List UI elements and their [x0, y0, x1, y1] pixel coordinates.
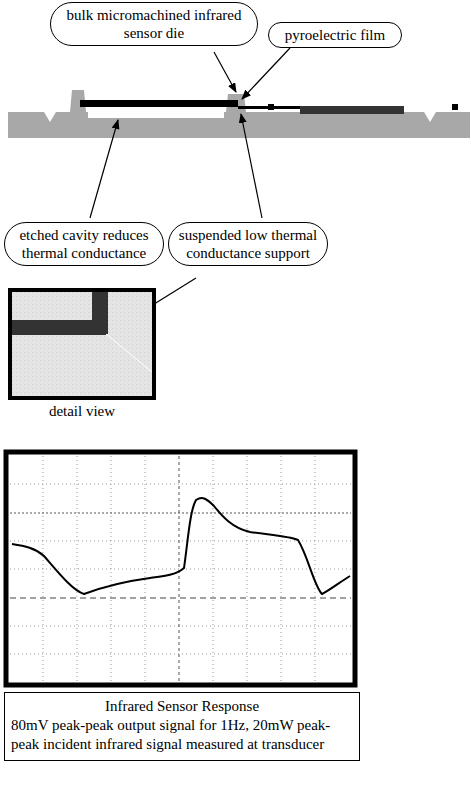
detail-photo: [10, 290, 154, 398]
caption-box: Infrared Sensor Response80mV peak-peak o…: [4, 692, 360, 761]
callout-text: suspended low thermal conductance suppor…: [177, 226, 319, 262]
callout-text: bulk micromachined infrared sensor die: [59, 6, 249, 42]
oscilloscope-trace: [6, 452, 355, 685]
callout-bubble: suspended low thermal conductance suppor…: [168, 222, 328, 266]
callout-bubble: pyroelectric film: [268, 22, 402, 48]
sensor-cross-section: [8, 90, 470, 138]
photo-caption: detail view: [8, 402, 156, 420]
callout-bubble: bulk micromachined infrared sensor die: [50, 2, 258, 46]
callout-text: etched cavity reduces thermal conductanc…: [13, 226, 155, 262]
caption-heading: Infrared Sensor Response: [11, 697, 353, 716]
callout-text: pyroelectric film: [277, 26, 393, 44]
leader-lines: [90, 48, 290, 324]
caption-body: 80mV peak-peak output signal for 1Hz, 20…: [11, 716, 353, 754]
callout-bubble: etched cavity reduces thermal conductanc…: [4, 222, 164, 266]
